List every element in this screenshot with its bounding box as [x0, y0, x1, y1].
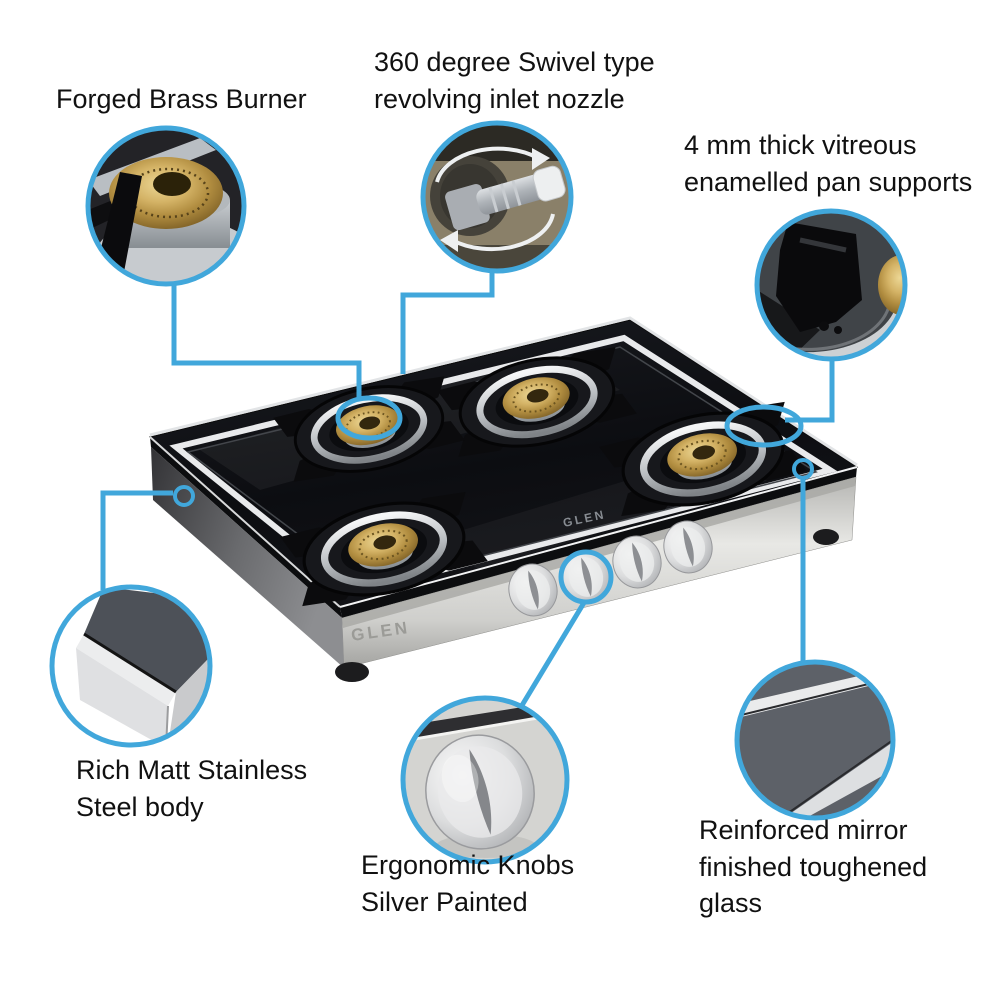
marker-toughened-glass	[792, 458, 814, 480]
zoom-photo-inlet-nozzle	[420, 120, 574, 274]
connector-steel-body	[100, 490, 173, 590]
connector-brass-burner	[171, 283, 362, 397]
callout-label-knobs: Ergonomic Knobs Silver Painted	[361, 850, 575, 917]
zoom-circle-pan-supports	[754, 208, 908, 362]
zoom-photo-knob	[400, 695, 570, 865]
connector-inlet-nozzle	[400, 265, 495, 374]
glass-back-edge	[149, 316, 858, 467]
zoom-circle-inlet-nozzle	[420, 120, 574, 274]
zoom-photo-steel-body	[49, 584, 213, 748]
callout-label-pan-supports: 4 mm thick vitreous enamelled pan suppor…	[684, 130, 973, 197]
callout-label-steel-body: Rich Matt Stainless Steel body	[76, 755, 308, 822]
zoom-circle-steel-body	[49, 584, 213, 748]
callout-label-brass-burner: Forged Brass Burner	[56, 84, 307, 114]
rotation-arrows-icon	[435, 146, 555, 252]
stove-foot	[813, 529, 839, 545]
zoom-circle-toughened-glass	[734, 659, 896, 821]
left-steel-face	[151, 447, 344, 668]
stove-illustration: GLEN GLEN	[148, 316, 859, 682]
zoom-photo-pan-supports	[754, 208, 908, 362]
connector-pan-supports	[785, 357, 835, 423]
highlight-knob	[558, 549, 614, 605]
callout-label-toughened-glass: Reinforced mirror finished toughened gla…	[699, 815, 928, 919]
highlight-burner	[335, 395, 403, 441]
marker-steel-body	[173, 485, 195, 507]
connector-knobs	[518, 599, 588, 709]
zoom-circle-knob	[400, 695, 570, 865]
zoom-photo-toughened-glass	[734, 659, 896, 821]
callout-label-inlet-nozzle: 360 degree Swivel type revolving inlet n…	[374, 47, 655, 114]
highlight-markers	[173, 395, 814, 605]
zoom-circle-brass-burner	[85, 125, 247, 287]
highlight-pan-support	[724, 404, 804, 448]
zoom-photo-brass-burner	[85, 125, 247, 287]
stove-foot	[335, 662, 369, 682]
